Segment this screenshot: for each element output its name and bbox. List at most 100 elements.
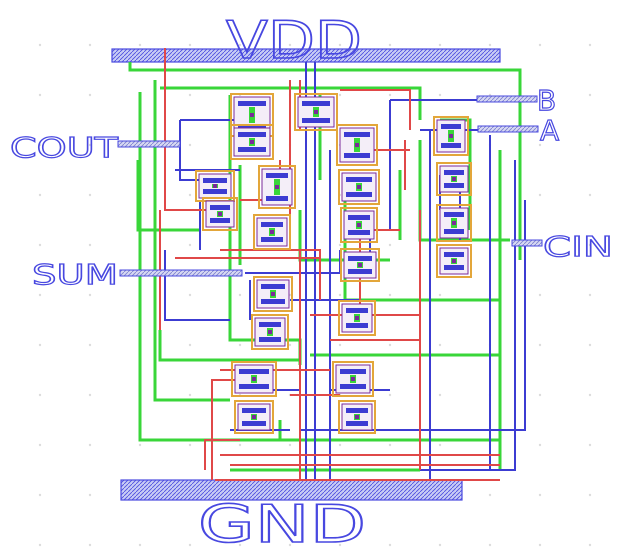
grid-dot	[188, 43, 192, 47]
grid-dot	[438, 43, 442, 47]
grid-dot	[538, 343, 542, 347]
cell-bottom-contact	[302, 118, 330, 123]
grid-dot	[88, 293, 92, 297]
grid-dot	[38, 493, 42, 497]
grid-dot	[88, 343, 92, 347]
cell-top-contact	[210, 205, 230, 210]
transistor-cell	[340, 248, 380, 282]
gnd-label: GND	[198, 495, 366, 548]
grid-dot	[438, 443, 442, 447]
grid-dot	[188, 193, 192, 197]
cell-top-contact	[261, 222, 283, 227]
transistor-cell	[340, 207, 378, 243]
cell-top-contact	[444, 252, 464, 257]
cell-via	[252, 377, 256, 381]
transistor-cell	[251, 314, 289, 350]
green-wire	[160, 86, 422, 120]
grid-dot	[338, 543, 342, 547]
cell-bottom-contact	[346, 192, 372, 197]
cell-via	[218, 212, 222, 216]
grid-dot	[538, 293, 542, 297]
cell-border	[436, 244, 472, 278]
grid-dot	[88, 543, 92, 547]
cell-bottom-contact	[346, 323, 368, 328]
grid-dot	[38, 143, 42, 147]
grid-dot	[188, 443, 192, 447]
cell-top-contact	[441, 124, 461, 129]
grid-dot	[188, 343, 192, 347]
cell-top-contact	[203, 178, 227, 183]
green-wire	[128, 62, 522, 260]
grid-dot	[338, 43, 342, 47]
grid-dot	[38, 243, 42, 247]
cell-bottom-contact	[444, 183, 464, 188]
cell-border	[253, 276, 293, 312]
cell-bottom-contact	[441, 143, 461, 148]
grid-dot	[538, 393, 542, 397]
transistor-cell	[436, 162, 472, 196]
grid-dot	[488, 543, 492, 547]
cell-via	[314, 110, 318, 114]
grid-dot	[388, 393, 392, 397]
grid-dot	[88, 443, 92, 447]
grid-dot	[38, 443, 42, 447]
cell-border	[336, 124, 378, 166]
transistor-cell	[195, 170, 235, 202]
cell-bottom-contact	[348, 230, 370, 235]
cell-top-contact	[340, 369, 366, 374]
grid-dot	[338, 443, 342, 447]
transistor-cell	[234, 400, 274, 434]
grid-dot	[88, 393, 92, 397]
transistor-cell	[253, 214, 291, 250]
cell-top-contact	[302, 101, 330, 106]
grid-dot	[238, 293, 242, 297]
cell-border	[234, 400, 274, 434]
grid-dot	[188, 143, 192, 147]
cell-border	[231, 361, 277, 397]
cell-via	[452, 177, 456, 181]
grid-dot	[588, 243, 592, 247]
green-wire	[158, 330, 300, 362]
cell-border	[433, 116, 469, 156]
grid-dot	[238, 443, 242, 447]
cell-top-contact	[444, 212, 464, 217]
cell-via	[268, 330, 272, 334]
green-wire	[136, 160, 200, 232]
cell-bottom-contact	[238, 147, 266, 152]
cell-via	[358, 263, 362, 267]
cell-border	[340, 248, 380, 282]
cell-bottom-contact	[261, 237, 283, 242]
grid-dot	[188, 393, 192, 397]
cell-via	[449, 134, 453, 138]
grid-dot	[588, 443, 592, 447]
cell-border	[436, 204, 472, 242]
grid-dot	[38, 193, 42, 197]
cell-bottom-contact	[242, 421, 266, 426]
blue-wire	[420, 160, 516, 471]
transistor-cells	[195, 93, 472, 434]
transistor-cell	[294, 93, 338, 131]
grid-dot	[538, 443, 542, 447]
cin-label: CIN	[543, 230, 613, 263]
cell-border	[436, 162, 472, 196]
cell-bottom-contact	[259, 337, 281, 342]
cell-top-contact	[266, 173, 288, 178]
cell-bottom-contact	[444, 229, 464, 234]
grid-dot	[288, 543, 292, 547]
blue-wire	[164, 250, 230, 321]
transistor-cell	[230, 124, 274, 160]
cell-bottom-contact	[210, 218, 230, 223]
grid-dot	[38, 343, 42, 347]
cell-top-contact	[239, 369, 269, 374]
grid-dot	[288, 443, 292, 447]
grid-dot	[188, 93, 192, 97]
grid-dot	[388, 543, 392, 547]
grid-dot	[138, 43, 142, 47]
red-wire	[204, 439, 240, 470]
cell-bottom-contact	[261, 299, 285, 304]
cell-border	[258, 165, 296, 209]
transistor-cell	[436, 244, 472, 278]
cell-via	[275, 185, 279, 189]
grid-dot	[338, 293, 342, 297]
